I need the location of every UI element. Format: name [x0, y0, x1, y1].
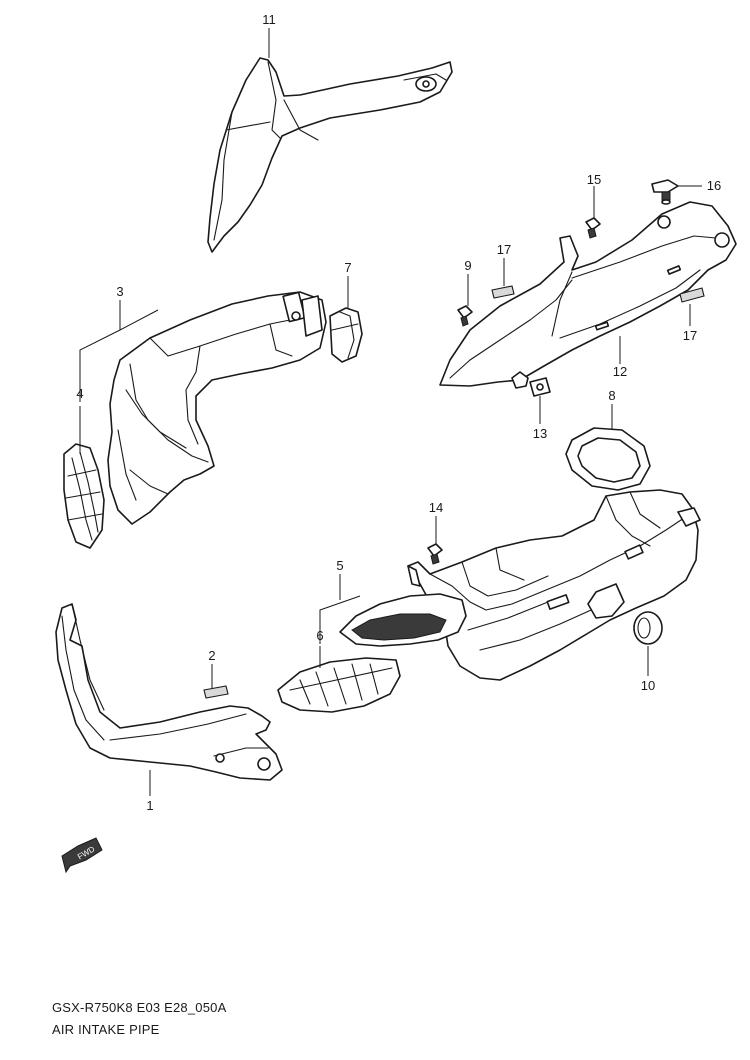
callout-15: 15 — [587, 172, 601, 187]
callouts: 11 16 15 17 9 17 12 13 7 3 4 8 14 5 6 2 … — [76, 12, 721, 813]
callout-3: 3 — [116, 284, 123, 299]
part-15-screw[interactable] — [585, 217, 601, 239]
callout-4: 4 — [76, 386, 83, 401]
diagram-code: GSX-R750K8 E03 E28_050A — [52, 1000, 227, 1015]
callout-12: 12 — [613, 364, 627, 379]
part-8-seal-ring[interactable] — [565, 427, 651, 491]
main-intake-body[interactable] — [407, 489, 701, 681]
callout-10: 10 — [641, 678, 655, 693]
part-6-grille[interactable] — [277, 657, 401, 713]
callout-16: 16 — [707, 178, 721, 193]
part-17-label-left[interactable] — [491, 285, 515, 299]
callout-1: 1 — [146, 798, 153, 813]
callout-9: 9 — [464, 258, 471, 273]
callout-14: 14 — [429, 500, 443, 515]
callout-2: 2 — [208, 648, 215, 663]
leader-lines — [79, 28, 702, 796]
callout-13: 13 — [533, 426, 547, 441]
diagram-title: AIR INTAKE PIPE — [52, 1022, 160, 1037]
part-10-grommet[interactable] — [633, 611, 663, 645]
part-9-screw[interactable] — [457, 305, 473, 327]
part-13-clip-nut[interactable] — [529, 377, 551, 397]
part-5-inlet-duct[interactable] — [339, 593, 467, 647]
part-4-intake-screen[interactable] — [63, 443, 105, 549]
part-11-duct-cover[interactable] — [207, 57, 453, 253]
part-12-side-cover[interactable] — [439, 201, 737, 389]
part-17-label-right[interactable] — [679, 287, 705, 303]
callout-7: 7 — [344, 260, 351, 275]
part-7-seal[interactable] — [329, 307, 363, 363]
part-3-intake-duct[interactable] — [107, 291, 327, 525]
callout-8: 8 — [608, 388, 615, 403]
callout-6: 6 — [316, 628, 323, 643]
callout-17-right: 17 — [683, 328, 697, 343]
fwd-arrow: FWD — [61, 837, 103, 874]
callout-11: 11 — [262, 12, 276, 27]
part-16-fastener[interactable] — [651, 179, 679, 205]
callout-5: 5 — [336, 558, 343, 573]
part-1-lower-duct[interactable] — [55, 603, 283, 781]
part-14-screw[interactable] — [427, 543, 443, 565]
callout-17-left: 17 — [497, 242, 511, 257]
part-2-label[interactable] — [203, 685, 229, 699]
